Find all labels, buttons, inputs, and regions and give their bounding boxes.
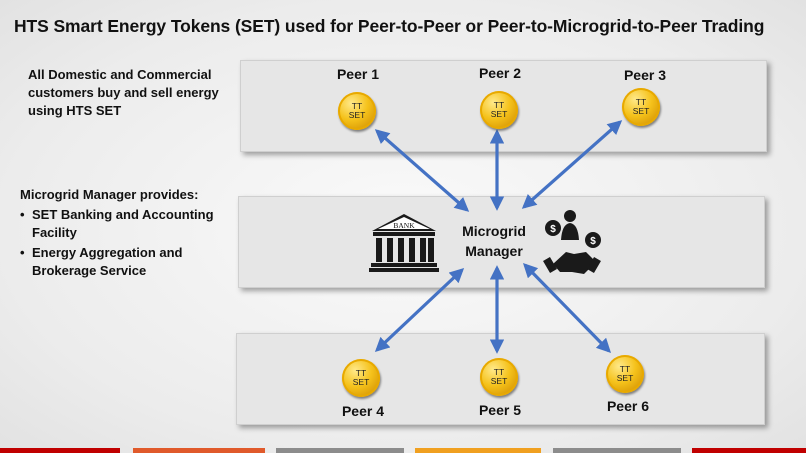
coin-icon-peer-6: TT SET bbox=[606, 355, 644, 393]
peer-6-label: Peer 6 bbox=[606, 398, 650, 414]
coin-text-1: TT bbox=[493, 100, 505, 110]
manager-line-2: Manager bbox=[465, 243, 523, 259]
note-manager: Microgrid Manager provides: SET Banking … bbox=[20, 186, 225, 280]
coin-text-2: SET bbox=[490, 376, 508, 386]
bank-sign: BANK bbox=[393, 221, 415, 230]
manager-line-1: Microgrid bbox=[462, 223, 526, 239]
arrow-manager-peer4 bbox=[374, 268, 465, 352]
dollar-glyph-1: $ bbox=[550, 224, 556, 235]
footer-bar-4 bbox=[415, 448, 541, 453]
coin-text-1: TT bbox=[351, 101, 363, 111]
arrow-manager-peer6 bbox=[522, 262, 612, 354]
arrow-peer1-manager bbox=[374, 129, 470, 212]
note-top: All Domestic and Commercial customers bu… bbox=[28, 66, 233, 120]
coin-text-1: TT bbox=[619, 364, 631, 374]
coin-icon-peer-5: TT SET bbox=[480, 358, 518, 396]
coin-icon-peer-1: TT SET bbox=[338, 92, 376, 130]
coin-text-2: SET bbox=[490, 109, 508, 119]
footer-bar-5 bbox=[553, 448, 681, 453]
bank-icon bbox=[369, 214, 439, 272]
note-manager-list: SET Banking and Accounting Facility Ener… bbox=[20, 206, 225, 280]
peer-5-label: Peer 5 bbox=[478, 402, 522, 418]
peer-3-label: Peer 3 bbox=[623, 67, 667, 83]
coin-text-1: TT bbox=[635, 97, 647, 107]
footer-bar-2 bbox=[133, 448, 265, 453]
footer-bar-3 bbox=[276, 448, 404, 453]
footer-bar-6 bbox=[692, 448, 806, 453]
note-manager-bullet-2: Energy Aggregation and Brokerage Service bbox=[20, 244, 225, 280]
peer-4-label: Peer 4 bbox=[341, 403, 385, 419]
coin-text-2: SET bbox=[616, 373, 634, 383]
page-title: HTS Smart Energy Tokens (SET) used for P… bbox=[14, 16, 765, 36]
dollar-glyph-2: $ bbox=[590, 236, 596, 247]
arrow-peer3-manager bbox=[521, 120, 623, 209]
coin-text-2: SET bbox=[632, 106, 650, 116]
microgrid-manager-label: Microgrid Manager bbox=[448, 221, 540, 261]
coin-text-2: SET bbox=[348, 110, 366, 120]
peer-2-label: Peer 2 bbox=[478, 65, 522, 81]
coin-text-1: TT bbox=[493, 367, 505, 377]
coin-text-2: SET bbox=[352, 377, 370, 387]
peer-1-label: Peer 1 bbox=[336, 66, 380, 82]
coin-icon-peer-4: TT SET bbox=[342, 359, 380, 397]
note-manager-heading: Microgrid Manager provides: bbox=[20, 187, 199, 202]
coin-icon-peer-3: TT SET bbox=[622, 88, 660, 126]
note-top-text: All Domestic and Commercial customers bu… bbox=[28, 67, 219, 118]
footer-bar-1 bbox=[0, 448, 120, 453]
coin-text-1: TT bbox=[355, 368, 367, 378]
note-manager-bullet-1: SET Banking and Accounting Facility bbox=[20, 206, 225, 242]
coin-icon-peer-2: TT SET bbox=[480, 91, 518, 129]
handshake-money-icon bbox=[543, 210, 601, 274]
